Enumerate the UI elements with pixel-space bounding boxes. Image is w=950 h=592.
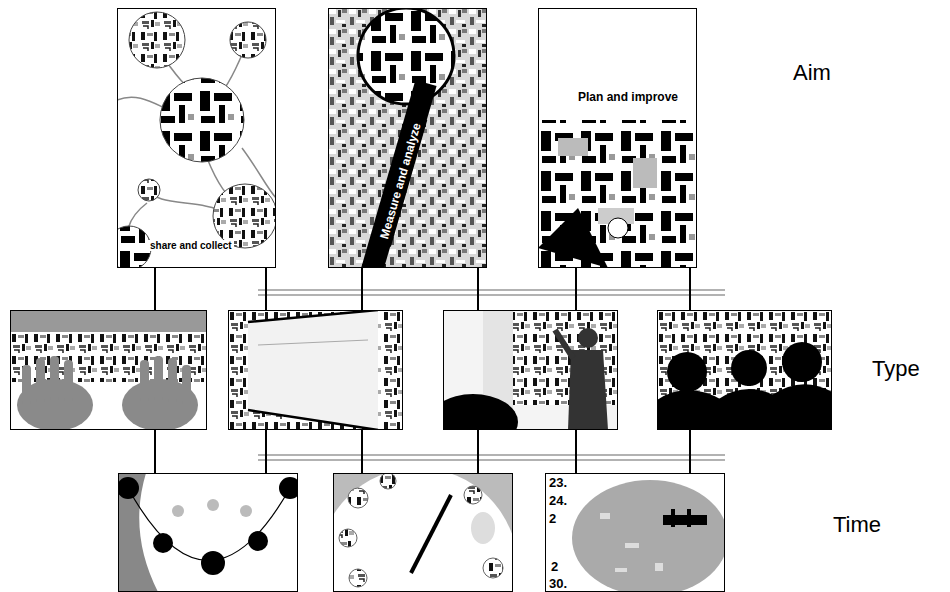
aim-panel: Plan and improve (538, 8, 697, 268)
time-panel: 23. 24. 2 2 30. (545, 473, 725, 592)
connector-line (265, 430, 267, 473)
aim-panel: share and collect (117, 8, 276, 268)
connector-line (265, 268, 267, 310)
connector-line (689, 268, 691, 310)
type-panel (443, 310, 618, 430)
connector-line (154, 430, 156, 473)
connector-line (477, 268, 479, 310)
hands-illustration (10, 310, 207, 431)
measure-illustration (328, 8, 487, 270)
connector-line (689, 430, 691, 473)
date-number: 30. (549, 577, 567, 591)
aim-panel: Measure and analyze (328, 8, 487, 268)
type-panel (228, 310, 403, 430)
connector-line (575, 268, 577, 310)
date-number: 2 (549, 512, 556, 526)
date-number: 2 (551, 560, 558, 574)
plan-illustration (538, 8, 697, 268)
time-panel (118, 473, 298, 592)
panel-caption: Plan and improve (576, 91, 680, 104)
audience-illustration (657, 310, 832, 430)
row-label: Time (833, 512, 881, 538)
connector-line (361, 430, 363, 473)
type-panel (657, 310, 832, 430)
connector-line (154, 268, 156, 310)
row-label: Type (872, 356, 920, 382)
panel-caption: share and collect (148, 240, 234, 251)
row-label: Aim (793, 60, 831, 86)
date-number: 24. (549, 494, 567, 508)
wall-illustration (228, 310, 403, 430)
connector-line (575, 430, 577, 473)
date-number: 23. (549, 476, 567, 490)
presenter-illustration (428, 310, 618, 450)
calendar-illustration (545, 473, 728, 592)
panel-caption: Measure and analyze (375, 115, 428, 247)
connector-line (477, 430, 479, 473)
cycle-illustration (117, 473, 301, 592)
clock-illustration (318, 468, 518, 592)
connector-line (361, 268, 363, 310)
time-panel (333, 473, 513, 592)
type-panel (10, 310, 207, 430)
share-illustration (107, 8, 277, 270)
